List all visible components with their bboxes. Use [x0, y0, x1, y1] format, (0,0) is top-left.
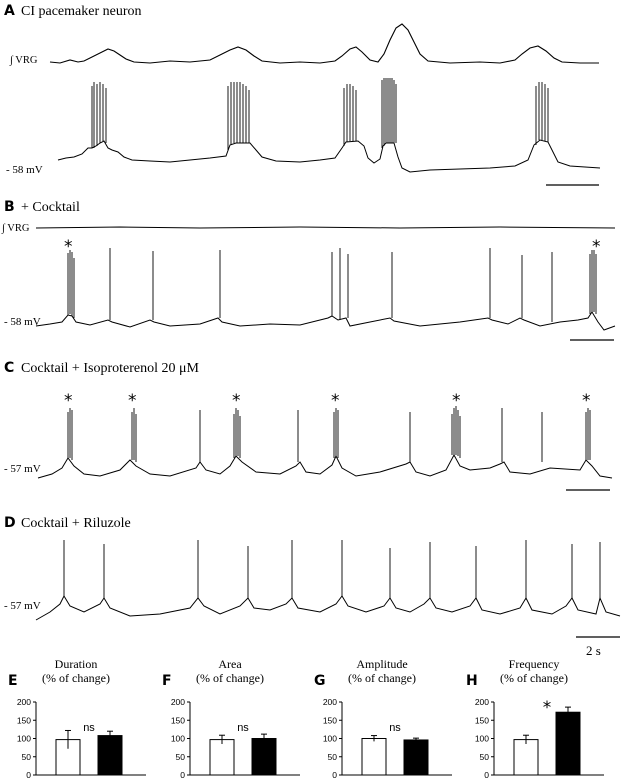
chart-letter: G	[314, 673, 326, 689]
panel-b-membrane-trace	[35, 248, 616, 331]
y-tick-label: 100	[171, 734, 185, 744]
chart-title: Duration	[55, 657, 98, 671]
y-tick-label: 50	[328, 752, 338, 762]
y-tick-label: 0	[26, 770, 31, 779]
bar-treatment	[555, 711, 581, 776]
chart-subtitle: (% of change)	[348, 671, 416, 685]
panel-b-star-1: *	[64, 237, 73, 257]
panel-a-vrg-trace	[49, 23, 599, 64]
y-tick-label: 100	[17, 734, 31, 744]
panel-b-star-2: *	[592, 237, 601, 257]
chart-letter: F	[162, 673, 172, 689]
chart-subtitle: (% of change)	[42, 671, 110, 685]
panel-b-title: + Cocktail	[21, 200, 80, 215]
panel-c-star-5: *	[452, 391, 461, 411]
significance-star: *	[543, 698, 552, 718]
panel-b-vrg-label: ∫ VRG	[1, 223, 30, 234]
bar-control	[361, 738, 387, 776]
bar-treatment	[251, 738, 277, 776]
bar-treatment	[403, 739, 429, 776]
time-scale-label: 2 s	[586, 643, 601, 658]
y-tick-label: 200	[475, 697, 489, 707]
chart-letter: H	[466, 673, 478, 689]
panel-a-letter: A	[4, 3, 15, 19]
chart-title: Area	[218, 657, 242, 671]
y-tick-label: 150	[17, 715, 31, 725]
chart-letter: E	[8, 673, 18, 689]
panel-a-membrane-trace	[57, 78, 601, 173]
panel-c-letter: C	[4, 360, 14, 376]
y-tick-label: 150	[171, 715, 185, 725]
panel-d-vm-label: - 57 mV	[4, 600, 41, 612]
y-tick-label: 50	[176, 752, 186, 762]
panel-c-star-4: *	[331, 391, 340, 411]
y-tick-label: 100	[323, 734, 337, 744]
y-tick-label: 200	[323, 697, 337, 707]
panel-c-vm-label: - 57 mV	[4, 463, 41, 475]
y-tick-label: 150	[323, 715, 337, 725]
panel-b-letter: B	[4, 199, 15, 215]
y-tick-label: 100	[475, 734, 489, 744]
y-tick-label: 0	[180, 770, 185, 779]
panel-c-membrane-trace	[37, 406, 613, 479]
y-tick-label: 0	[484, 770, 489, 779]
bar-treatment	[97, 735, 123, 776]
y-tick-label: 200	[171, 697, 185, 707]
chart-f: F Area(% of change) 0 50 100 150 200 ns	[162, 657, 300, 779]
chart-g: G Amplitude(% of change) 0 50 100 150 200 ns	[314, 657, 452, 779]
panel-d-title: Cocktail + Riluzole	[21, 516, 131, 531]
chart-subtitle: (% of change)	[196, 671, 264, 685]
chart-h: H Frequency(% of change) 0 50 100 150 200 *	[466, 657, 604, 779]
chart-title: Frequency	[509, 657, 560, 671]
ns-label: ns	[83, 722, 95, 734]
bar-control	[209, 739, 235, 776]
chart-subtitle: (% of change)	[500, 671, 568, 685]
panel-c-star-3: *	[232, 391, 241, 411]
panel-d-membrane-trace	[35, 540, 621, 621]
panel-b-vm-label: - 58 mV	[4, 316, 41, 328]
panel-d-letter: D	[4, 515, 16, 531]
chart-e: E Duration(% of change) 0 50 100 150 200 ns	[8, 657, 146, 779]
panel-c-title: Cocktail + Isoproterenol 20 μM	[21, 361, 199, 376]
panel-c-star-1: *	[64, 391, 73, 411]
ns-label: ns	[237, 722, 249, 734]
panel-c-star-2: *	[128, 391, 137, 411]
y-tick-label: 150	[475, 715, 489, 725]
y-tick-label: 0	[332, 770, 337, 779]
y-tick-label: 50	[480, 752, 490, 762]
panel-a-title: CI pacemaker neuron	[21, 4, 142, 19]
bar-control	[513, 739, 539, 776]
y-tick-label: 200	[17, 697, 31, 707]
panel-c-star-6: *	[582, 391, 591, 411]
panel-b-vrg-trace	[35, 226, 616, 229]
panel-a-vrg-label: ∫ VRG	[9, 55, 38, 66]
y-tick-label: 50	[22, 752, 32, 762]
ns-label: ns	[389, 722, 401, 734]
panel-a-vm-label: - 58 mV	[6, 164, 43, 176]
chart-title: Amplitude	[356, 657, 407, 671]
